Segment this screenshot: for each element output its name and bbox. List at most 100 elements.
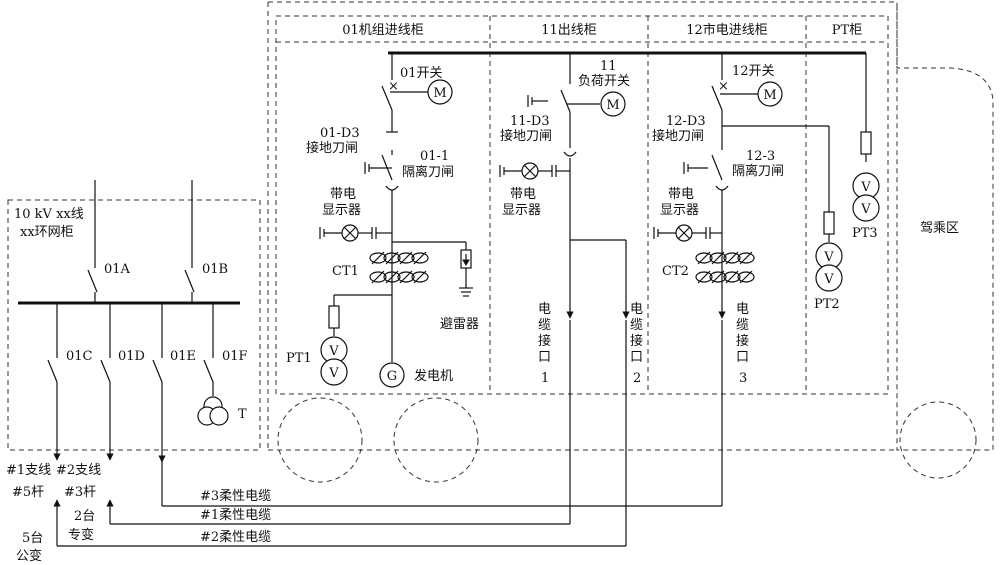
switch-01c-label: 01C (66, 349, 93, 364)
pt3-fuse (860, 131, 872, 155)
generator (379, 362, 405, 388)
earth-switch-12-label2: 接地刀闸 (652, 128, 704, 144)
switch-12-label: 12开关 (732, 64, 775, 79)
indicator-11-label: 带电 (510, 187, 536, 202)
vehicle-wheel (899, 401, 977, 479)
cable-port-2-c5: 2 (633, 371, 641, 386)
cable-port-3-c4: 口 (736, 350, 749, 365)
switch-12 (711, 85, 723, 111)
switch-01b (184, 269, 195, 293)
earth-switch-11-label: 11-D3 (510, 114, 550, 129)
cable-port-1-c3: 接 (538, 333, 551, 349)
switch-01a-label: 01A (104, 262, 131, 277)
switch-11-label2: 负荷开关 (578, 74, 630, 89)
switch-01c (47, 359, 58, 383)
branch-2-label: #2支线 (56, 463, 101, 478)
motor-12-label: M (763, 88, 776, 103)
cable-port-3-c5: 3 (739, 371, 747, 386)
external-connections: #1支线 #5杆 #2支线 #3杆 #3柔性电缆 #1柔性电缆 #2柔性电缆 2… (6, 320, 723, 564)
transformer-t-label: T (238, 407, 247, 422)
cable-port-3-c2: 缆 (736, 317, 749, 333)
switch-01e-label: 01E (170, 349, 196, 364)
indicator-01-label2: 显示器 (322, 203, 361, 218)
branch-2-pole: #3杆 (64, 485, 96, 500)
isolator-12 (711, 154, 723, 181)
ct1-symbol (369, 251, 429, 284)
panel-11-circuit: M 11 负荷开关 11-D3 接地刀闸 带电 显示器 电 缆 接 口 1 电 … (499, 53, 643, 386)
panel-title-11: 11出线柜 (541, 23, 597, 38)
panel-frames: 01机组进线柜 11出线柜 12市电进线柜 PT柜 (275, 15, 889, 395)
pt2-label: PT2 (814, 297, 840, 312)
pt1-label: PT1 (286, 351, 312, 366)
cable-port-2-c4: 口 (630, 350, 643, 365)
public-transformer-count: 5台 (22, 531, 43, 546)
switch-01 (381, 85, 393, 111)
vehicle-wheel (393, 397, 479, 483)
branch-1-label: #1支线 (6, 463, 51, 478)
ring-unit-title2: xx环网柜 (20, 225, 74, 240)
cable-port-2-c3: 接 (630, 333, 643, 349)
cable-port-2-c2: 缆 (630, 317, 643, 333)
isolator-12-label2: 隔离刀闸 (732, 163, 784, 179)
ct1-label: CT1 (332, 264, 359, 279)
earth-switch-12-label: 12-D3 (666, 114, 706, 129)
ring-unit-title: 10 kV xx线 (14, 207, 84, 222)
cable-port-3-c3: 接 (736, 333, 749, 349)
ct2-label: CT2 (662, 264, 689, 279)
cable-port-1-c1: 电 (538, 302, 551, 317)
panel-title-12: 12市电进线柜 (686, 22, 768, 38)
vehicle-wheel (277, 397, 363, 483)
switch-01a (87, 269, 98, 293)
panel-title-pt: PT柜 (832, 23, 862, 38)
motor-01 (427, 79, 453, 105)
switch-01-label: 01开关 (400, 66, 443, 81)
pt3-label: PT3 (852, 226, 878, 241)
pt1-coil-bottom (320, 358, 348, 386)
branch-1-pole: #5杆 (12, 485, 44, 500)
cable-3-label: #3柔性电缆 (200, 488, 271, 504)
indicator-12-label: 带电 (668, 187, 694, 202)
switch-11 (560, 89, 571, 113)
switch-01e (152, 359, 163, 383)
pt3-coil-bottom (852, 194, 880, 222)
special-transformer-count: 2台 (74, 509, 95, 524)
svg-text:×: × (388, 79, 399, 94)
switch-01b-label: 01B (202, 262, 228, 277)
cable-1-label: #1柔性电缆 (200, 507, 271, 523)
pt1-v-bottom: V (328, 366, 339, 381)
pt2-fuse (823, 211, 835, 235)
pt3-v-top: V (860, 180, 871, 195)
cable-port-1-c4: 口 (538, 350, 551, 365)
cable-port-1-c2: 缆 (538, 317, 551, 333)
switch-01f (203, 359, 214, 383)
pt2-coil-bottom (815, 264, 843, 292)
pt1-fuse (328, 305, 340, 329)
switch-01d-label: 01D (118, 349, 145, 364)
generator-label: 发电机 (414, 368, 453, 384)
cable-port-2-c1: 电 (630, 302, 643, 317)
panel-title-01: 01机组进线柜 (342, 23, 424, 38)
motor-12 (757, 81, 783, 107)
panel-12-circuit: × M 12开关 12-D3 接地刀闸 12-3 隔离刀闸 带电 显示器 CT (652, 53, 830, 386)
motor-11-label: M (606, 98, 619, 113)
panel-01-circuit: × M 01开关 01-D3 接地刀闸 01-1 隔离刀闸 带电 显示器 (286, 53, 479, 388)
indicator-12-label2: 显示器 (660, 203, 699, 218)
earth-switch-01-label2: 接地刀闸 (306, 140, 358, 156)
switch-01f-label: 01F (222, 349, 248, 364)
ring-main-unit: 10 kV xx线 xx环网柜 01A 01B 01C 01D 01E (7, 180, 261, 463)
earth-switch-11-label2: 接地刀闸 (500, 128, 552, 144)
indicator-11-label2: 显示器 (502, 203, 541, 218)
pt2-v-top: V (823, 250, 834, 265)
svg-text:×: × (718, 79, 729, 94)
public-transformer-label: 公变 (16, 548, 42, 564)
switch-11-label: 11 (600, 59, 617, 74)
isolator-12-label: 12-3 (746, 149, 775, 164)
cable-port-1-c5: 1 (541, 371, 549, 386)
cable-port-3-c1: 电 (736, 302, 749, 317)
ct2-symbol (695, 251, 755, 284)
switch-01d (100, 359, 111, 383)
vehicle-outline: 驾乘区 (267, 1, 994, 483)
generator-symbol: G (387, 369, 397, 384)
pt1-v-top: V (328, 344, 339, 359)
